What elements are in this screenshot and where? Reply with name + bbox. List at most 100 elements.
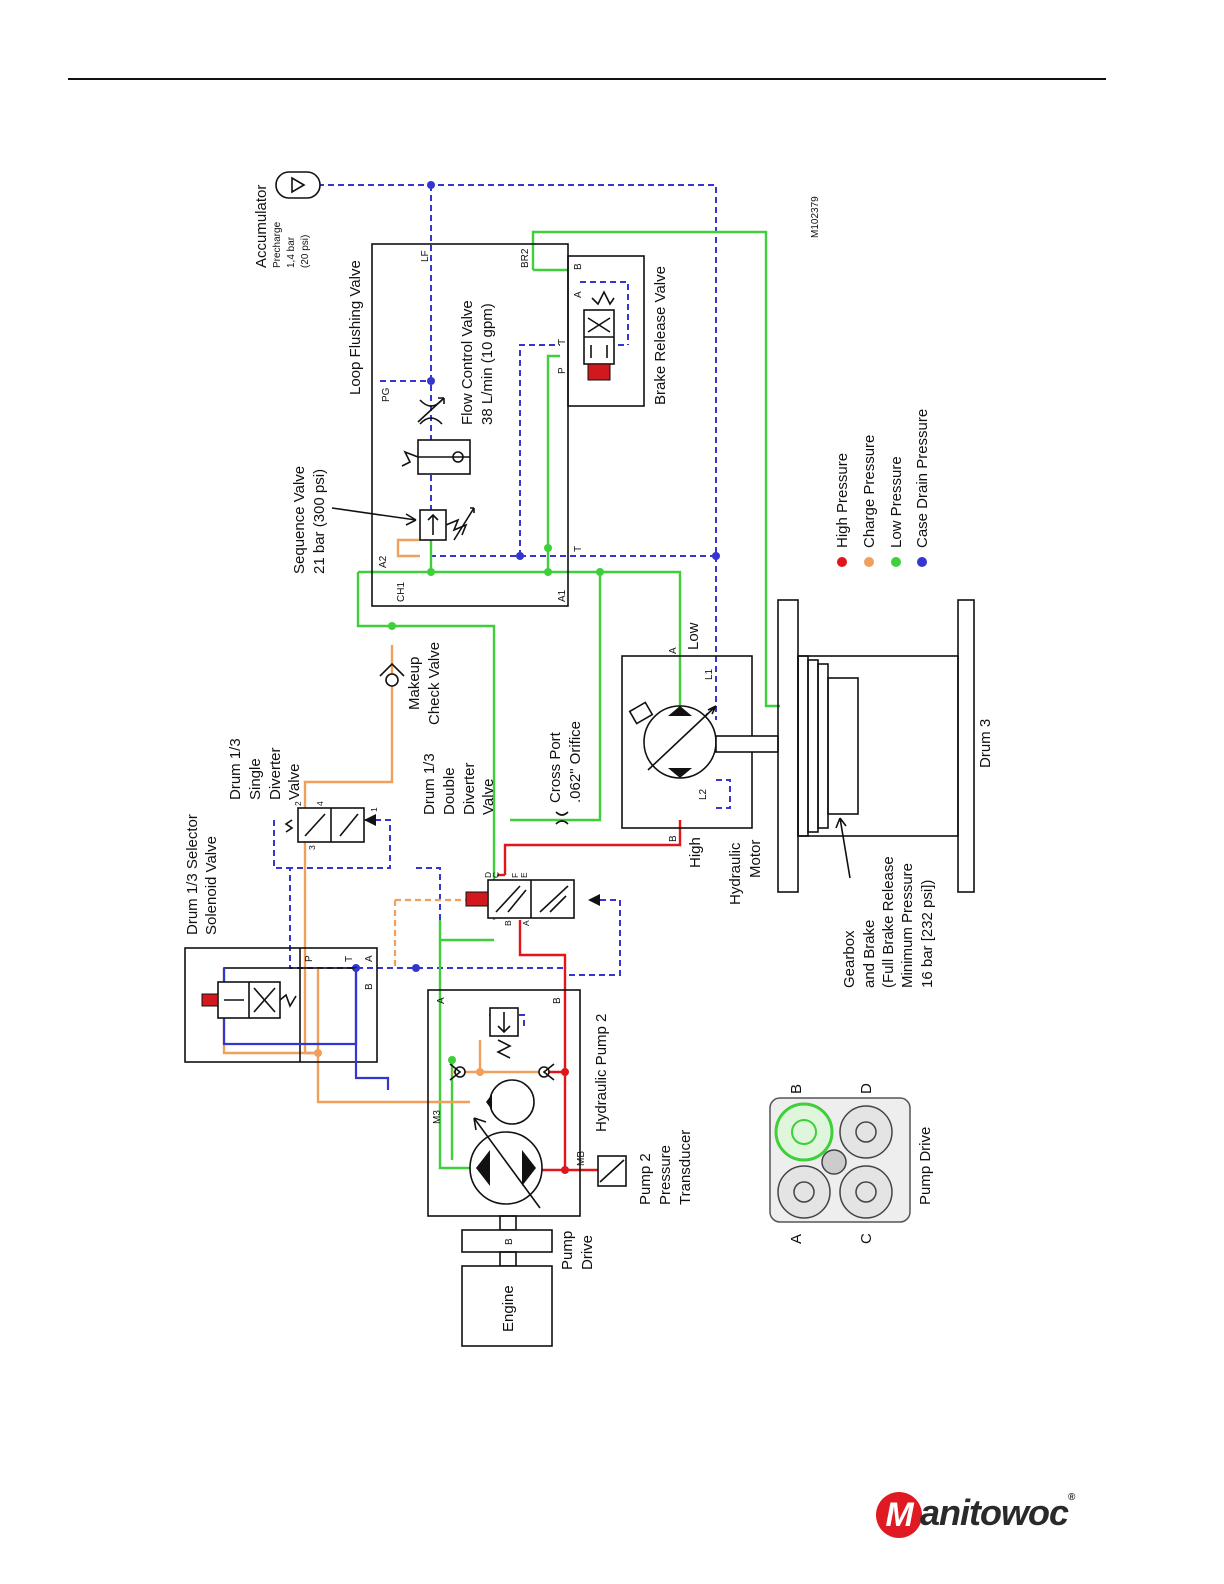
port-2: 2 <box>293 801 303 806</box>
port-4: 4 <box>315 801 325 806</box>
port-b-sel: B <box>364 983 375 990</box>
junction-dots <box>314 181 720 1174</box>
loop-flushing-label: Loop Flushing Valve <box>347 260 364 395</box>
legend-label-case-drain: Case Drain Pressure <box>914 409 931 548</box>
loop-flushing-valve: Loop Flushing Valve PG LF BR2 A2 CH1 A1 … <box>291 243 584 607</box>
check-valve-label: Check Valve <box>426 642 443 725</box>
port-a-sel: A <box>364 955 375 962</box>
engine-and-pump-drive: B Engine Pump Drive <box>461 1215 596 1347</box>
port-a1: A1 <box>557 589 568 602</box>
port-t-brv: T <box>557 339 568 345</box>
legend-swatch-low <box>891 557 901 567</box>
cross-port-label: Cross Port <box>547 731 564 803</box>
legend-swatch-charge <box>864 557 874 567</box>
legend-item-case-drain: Case Drain Pressure <box>914 409 931 567</box>
single-drum-label: Drum 1/3 <box>227 738 244 800</box>
sequence-valve-symbol <box>419 507 475 541</box>
drum-3: Drum 3 Gearbox and Brake (Full Brake Rel… <box>777 599 994 988</box>
legend-item-charge: Charge Pressure <box>861 435 878 567</box>
port-d-ddv: D <box>483 872 493 878</box>
legend-label-high: High Pressure <box>834 453 851 548</box>
flow-control-symbol <box>417 397 445 425</box>
port-a-ddv: A <box>521 920 531 926</box>
port-p-brv: P <box>557 367 568 374</box>
pump-drive-b: B <box>504 1238 515 1245</box>
hydraulic-motor: A B L1 L2 Low High Hydraulic Motor <box>621 622 779 905</box>
port-a-pump: A <box>436 997 447 1004</box>
photo-label-d: D <box>858 1083 875 1094</box>
makeup-check-valve: Makeup Check Valve <box>379 642 443 725</box>
port-lf: LF <box>420 250 431 262</box>
gearbox-label-3: (Full Brake Release <box>880 856 897 988</box>
selector-label-2: Solenoid Valve <box>203 836 220 935</box>
port-l1: L1 <box>704 668 715 680</box>
pump-drive-label-1: Pump <box>559 1231 576 1270</box>
port-f-ddv: F <box>510 873 520 878</box>
legend: High Pressure Charge Pressure Low Pressu… <box>834 409 931 567</box>
photo-pump-drive-label: Pump Drive <box>917 1127 934 1205</box>
motor-label: Motor <box>747 840 764 878</box>
selector-solenoid-valve: P T A B Drum 1/3 Selector Solenoid Valve <box>184 814 390 1090</box>
precharge-psi: (20 psi) <box>300 235 311 268</box>
logo-wordmark: anitowoc <box>920 1492 1069 1533</box>
port-mb: MB <box>576 1151 587 1166</box>
port-a-motor: A <box>668 647 679 654</box>
legend-swatch-case-drain <box>917 557 927 567</box>
double-drum-label: Drum 1/3 <box>421 753 438 815</box>
port-t-lfv: T <box>573 546 584 552</box>
accumulator: Accumulator Precharge 1,4 bar (20 psi) <box>253 171 321 268</box>
pump-drive-label-2: Drive <box>579 1235 596 1270</box>
legend-label-charge: Charge Pressure <box>861 435 878 548</box>
port-b-motor: B <box>668 835 679 842</box>
port-m3: M3 <box>432 1110 443 1124</box>
legend-swatch-high <box>837 557 847 567</box>
logo-badge: M <box>876 1492 922 1539</box>
port-t-sel: T <box>344 956 355 962</box>
transducer-label-1: Pump 2 <box>637 1153 654 1205</box>
port-b-pump: B <box>552 997 563 1004</box>
figure-id: M102379 <box>810 196 821 238</box>
photo-label-a: A <box>788 1234 805 1244</box>
port-c-ddv: C <box>491 872 501 878</box>
gearbox-label-2: and Brake <box>861 920 878 988</box>
port-1: 1 <box>369 807 379 812</box>
gearbox-label-4: Minimum Pressure <box>899 863 916 988</box>
double-label: Double <box>441 767 458 815</box>
port-pg: PG <box>381 387 392 402</box>
high-pressure-lines <box>497 820 682 1172</box>
pump-drive-illustration: B D A C Pump Drive <box>769 1083 934 1244</box>
gearbox-label-1: Gearbox <box>841 930 858 988</box>
low-label: Low <box>685 622 702 650</box>
selector-label-1: Drum 1/3 Selector <box>184 814 201 935</box>
orifice-label: .062" Orifice <box>567 721 584 803</box>
drum3-label: Drum 3 <box>977 719 994 768</box>
flow-control-rate: 38 L/min (10 gpm) <box>479 303 496 425</box>
double-diverter-label: Diverter <box>461 762 478 815</box>
brake-release-label: Brake Release Valve <box>652 266 669 405</box>
pump2-label: Hydraulic Pump 2 <box>593 1014 610 1132</box>
single-label: Single <box>247 758 264 800</box>
hydraulic-pump-2: A B M3 MB Hydraulic Pump 2 <box>427 989 610 1217</box>
double-diverter-valve: D C F E B A Drum 1/3 Double Diverter Val… <box>421 753 600 926</box>
transducer-label-2: Pressure <box>657 1145 674 1205</box>
port-br2: BR2 <box>520 248 531 268</box>
single-diverter-valve: 2 4 1 3 Drum 1/3 Single Diverter Valve <box>227 738 379 850</box>
sequence-valve-label: Sequence Valve <box>291 466 308 574</box>
header-rule <box>68 78 1106 80</box>
single-valve-label: Valve <box>286 764 303 800</box>
sequence-valve-pressure: 21 bar (300 psi) <box>311 469 328 574</box>
check-element-symbol <box>401 439 471 475</box>
cross-port-orifice: Cross Port .062" Orifice <box>547 721 584 825</box>
accumulator-label: Accumulator <box>253 185 270 268</box>
transducer-label-3: Transducer <box>677 1130 694 1205</box>
brake-release-valve: B A T P Brake Release Valve <box>557 255 669 407</box>
legend-item-high: High Pressure <box>834 453 851 567</box>
port-b-brv: B <box>573 263 584 270</box>
port-e-ddv: E <box>519 872 529 878</box>
flow-control-label: Flow Control Valve <box>459 300 476 425</box>
photo-label-c: C <box>858 1233 875 1244</box>
port-b-ddv: B <box>503 920 513 926</box>
